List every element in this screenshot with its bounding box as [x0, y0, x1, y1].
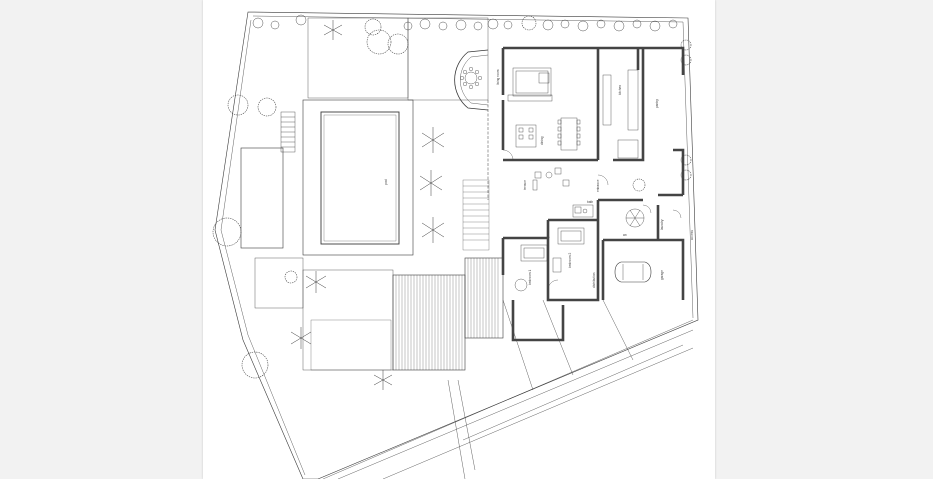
- garage-car: [614, 261, 652, 283]
- hatched-decks: [392, 257, 504, 371]
- kitchen-counters: [602, 69, 639, 159]
- trees: [212, 15, 692, 379]
- living-furniture: [507, 67, 553, 102]
- side-stairs: [280, 111, 296, 153]
- label-garage: garage: [660, 270, 664, 280]
- bedroom-furniture: [514, 227, 585, 292]
- pool-deck: [302, 99, 414, 256]
- label-terrace: terrace: [523, 180, 527, 190]
- spiral-stair: [625, 208, 645, 228]
- room-labels: pool terrace living room dining kitchen …: [384, 69, 694, 288]
- label-bedroom1: bedroom 1: [528, 270, 532, 285]
- dining-table-round: [460, 66, 483, 89]
- label-distribution: distribution: [592, 272, 596, 288]
- label-pool: pool: [384, 179, 388, 185]
- label-living: living room: [496, 69, 500, 85]
- pool: [320, 111, 400, 245]
- label-bedroom2: bedroom 2: [568, 253, 572, 268]
- bath-fixtures: [572, 204, 594, 218]
- label-laundry: laundry: [660, 219, 664, 230]
- floor-plan-drawing: pool terrace living room dining kitchen …: [212, 11, 699, 479]
- label-bath: bath: [587, 200, 593, 204]
- house-walls: [501, 46, 685, 342]
- hedge-row: [252, 14, 678, 32]
- drawing-sheet: pool terrace living room dining kitchen …: [203, 0, 715, 479]
- label-dining: dining: [540, 136, 544, 145]
- label-pantry: pantry: [655, 99, 659, 108]
- site-boundary: [214, 11, 699, 479]
- label-entrance: entrance: [596, 179, 600, 192]
- sitting-area: [515, 124, 537, 148]
- label-wc: wc: [623, 233, 627, 237]
- label-kitchen: kitchen: [618, 85, 622, 95]
- dining-table: [557, 117, 581, 151]
- entrance-fixtures: [532, 167, 570, 191]
- label-access: access: [690, 230, 694, 240]
- palm-trees: [290, 20, 445, 390]
